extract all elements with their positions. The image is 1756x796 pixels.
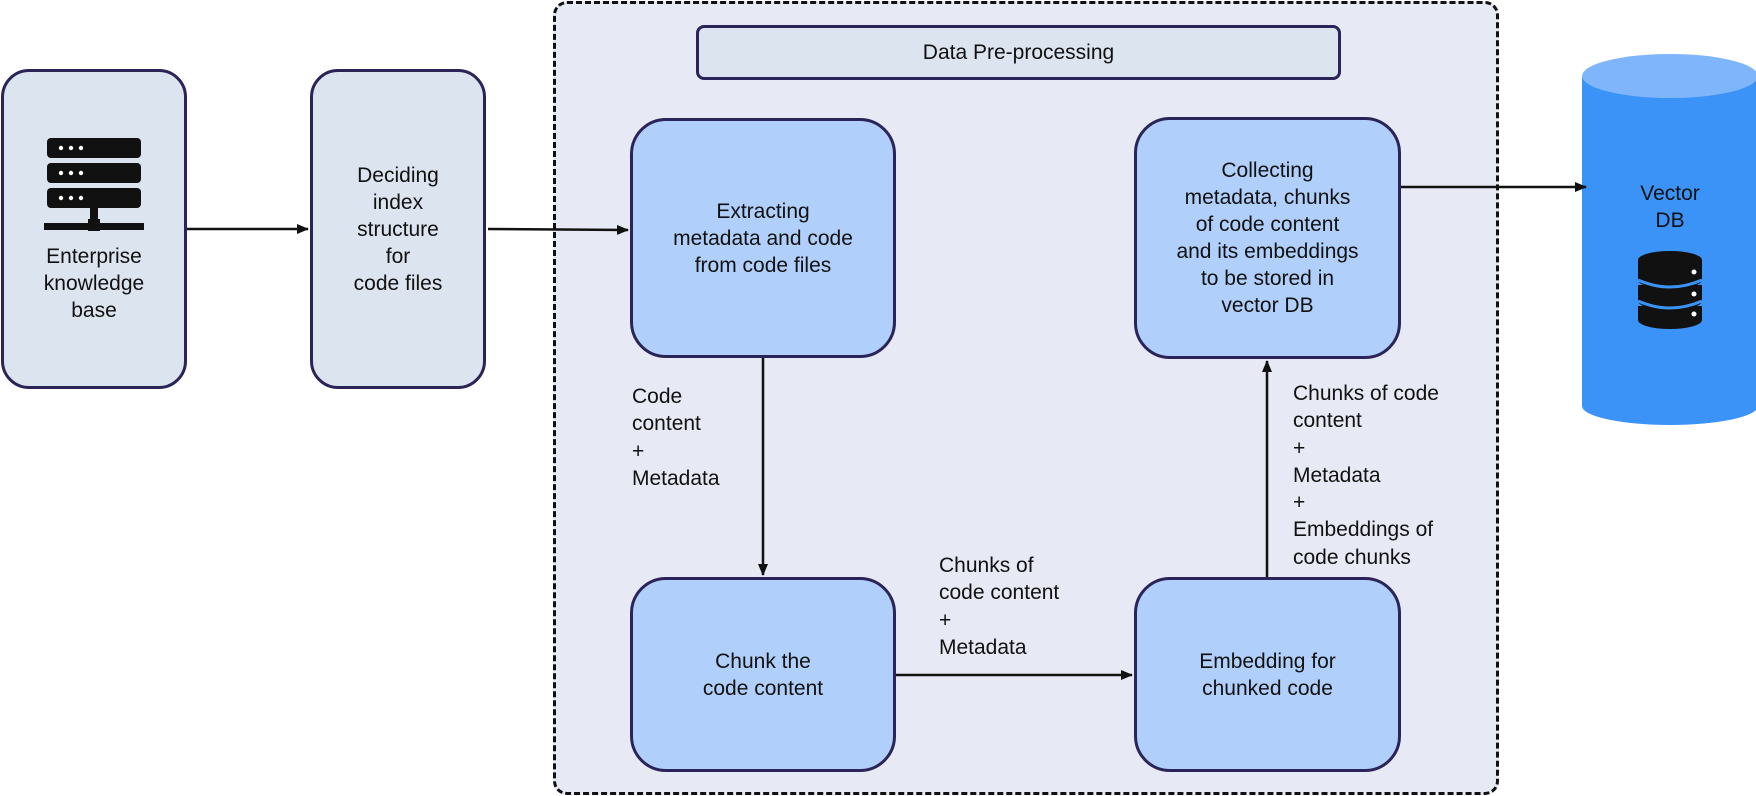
server-stack-icon	[44, 137, 144, 231]
vector-db-label: Vector DB	[1640, 182, 1700, 233]
chunk-code-node: Chunk the code content	[630, 577, 896, 772]
database-icon	[1637, 251, 1703, 329]
enterprise-knowledge-base-label: Enterprise knowledge base	[43, 244, 145, 322]
embedding-node: Embedding for chunked code	[1134, 577, 1401, 772]
enterprise-knowledge-base-node: Enterprise knowledge base	[1, 69, 187, 389]
chunk-to-embed-label: Chunks of code content + Metadata	[939, 554, 1060, 659]
arrow-index-to-extract	[487, 224, 629, 235]
extract-metadata-node: Extracting metadata and code from code f…	[630, 118, 896, 358]
extract-to-chunk-label: Code content + Metadata	[632, 385, 720, 490]
collect-for-vector-db-node: Collecting metadata, chunks of code cont…	[1134, 117, 1401, 359]
embed-to-collect-label: Chunks of code content + Metadata + Embe…	[1293, 382, 1439, 569]
deciding-index-structure-node: Deciding index structure for code files	[310, 69, 486, 389]
stage-title: Data Pre-processing	[696, 25, 1341, 80]
